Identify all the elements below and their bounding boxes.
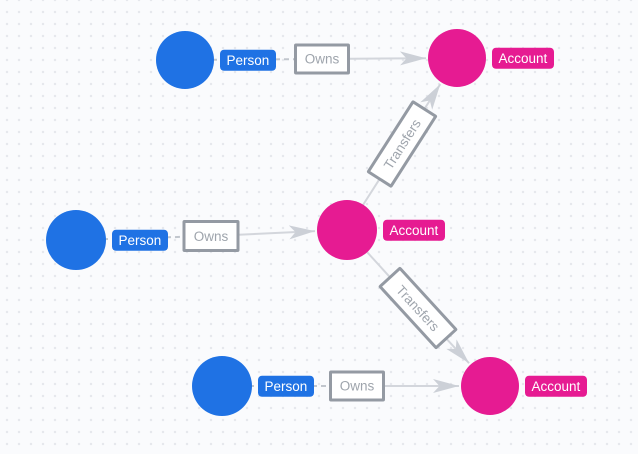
edge-label-owns-2[interactable]: Owns bbox=[182, 220, 240, 252]
node-person-1[interactable] bbox=[156, 31, 214, 89]
node-caption-person-3[interactable]: Person bbox=[258, 375, 314, 397]
edge-label-owns-1[interactable]: Owns bbox=[294, 43, 350, 75]
edge-label-text-owns-3: Owns bbox=[339, 378, 375, 394]
node-caption-account-1[interactable]: Account bbox=[492, 47, 554, 69]
node-account-2[interactable] bbox=[317, 200, 377, 260]
node-caption-person-2[interactable]: Person bbox=[112, 229, 168, 251]
edge-label-text-owns-1: Owns bbox=[304, 51, 340, 67]
edge-label-owns-3[interactable]: Owns bbox=[329, 370, 385, 402]
node-caption-person-1[interactable]: Person bbox=[220, 49, 276, 71]
node-caption-account-3[interactable]: Account bbox=[525, 375, 587, 397]
node-account-1[interactable] bbox=[428, 29, 486, 87]
node-caption-account-2[interactable]: Account bbox=[383, 219, 445, 241]
node-account-3[interactable] bbox=[461, 357, 519, 415]
node-person-3[interactable] bbox=[192, 356, 252, 416]
node-person-2[interactable] bbox=[46, 210, 106, 270]
edge-label-text-owns-2: Owns bbox=[193, 228, 229, 244]
